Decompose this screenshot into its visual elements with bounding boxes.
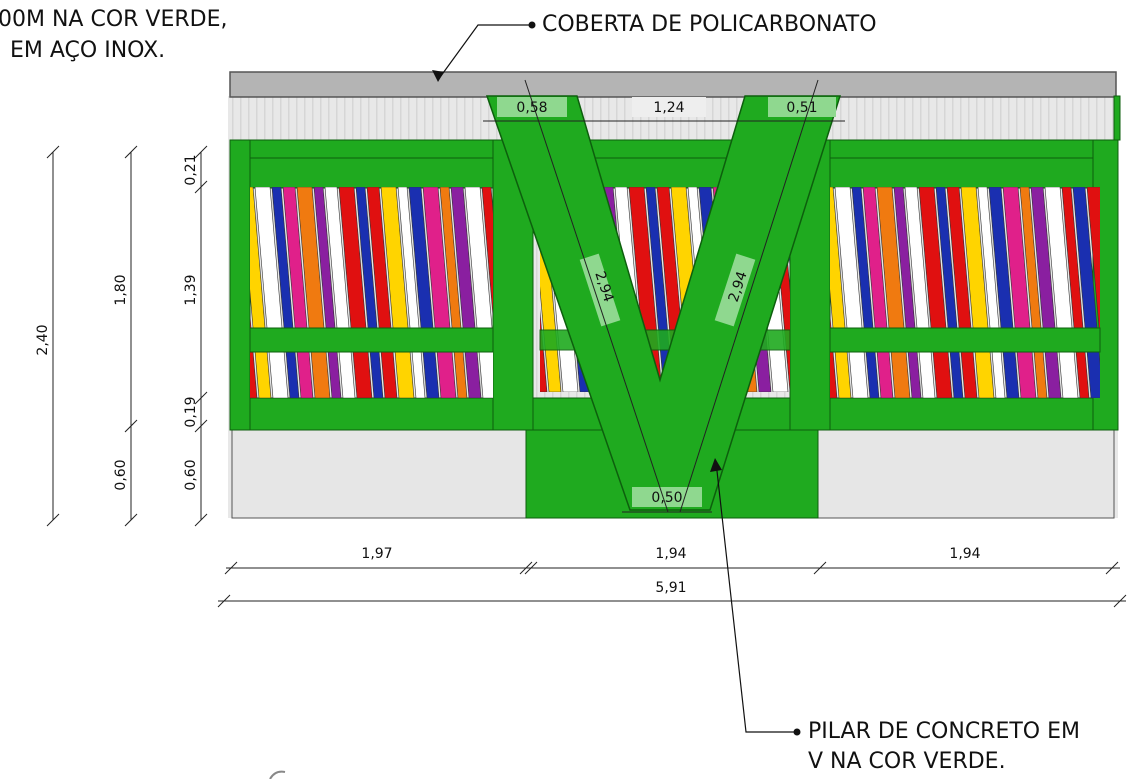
note-roof: COBERTA DE POLICARBONATO [542,12,877,37]
dim-base-height-inner: 0,60 [183,459,199,490]
dim-v-left-top: 0,58 [516,100,547,116]
roof-leader-arrow [432,70,444,82]
dim-panel-height: 1,39 [183,274,199,305]
note-pillar-line1: PILAR DE CONCRETO EM [808,719,1080,744]
label-box-v-bottom [632,487,702,507]
label-box-arm-right [714,253,756,327]
dim-bay-2: 1,94 [655,546,686,562]
dim-total-width: 5,91 [655,580,686,596]
base-right [817,429,1115,519]
pillar-leader-arrow [710,458,722,472]
panel-right-rods [830,187,1100,398]
v-pillar [485,95,842,511]
partial-arc [269,770,286,779]
dim-total-height: 2,40 [35,324,51,355]
leader-lines [437,24,795,733]
label-box-v-left-top [497,97,567,117]
dim-upper-height: 1,80 [113,274,129,305]
dim-lower-band: 0,19 [183,396,199,427]
label-box-v-gap [632,97,706,117]
dim-bay-3: 1,94 [949,546,980,562]
base-left [231,429,527,519]
dim-v-bottom: 0,50 [651,490,682,506]
note-top-left-line1: 00M NA COR VERDE, [0,7,228,32]
dim-base-height-outer: 0,60 [113,459,129,490]
dim-v-gap-top: 1,24 [653,100,684,116]
horizontal-dimension-lines [217,561,1127,608]
note-pillar-line2: V NA COR VERDE. [808,749,1006,774]
dim-v-right-top: 0,51 [786,100,817,116]
note-top-left-line2: EM AÇO INOX. [10,38,166,63]
dim-bay-1: 1,97 [361,546,392,562]
label-box-arm-left [579,253,621,327]
v-dimension-lines [483,79,845,513]
roof-leader-dot [528,21,536,29]
decorative-rod [481,187,493,320]
label-box-v-right-top [768,97,836,117]
vertical-dimension-lines [46,145,208,527]
pillar-leader-dot [793,728,801,736]
polycarbonate-roof [229,71,1117,98]
dim-top-band: 0,21 [183,154,199,185]
